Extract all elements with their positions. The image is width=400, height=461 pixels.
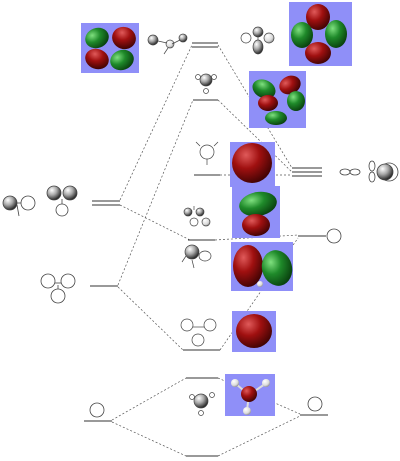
corr-line bbox=[119, 44, 193, 201]
sketch-lower-middle bbox=[181, 244, 212, 269]
corr-line bbox=[111, 377, 187, 421]
orbital-render-3 bbox=[249, 71, 306, 128]
orbital-sketch-s bbox=[89, 402, 105, 418]
sketch-top-left bbox=[147, 33, 188, 55]
s-orbital-icon bbox=[326, 228, 342, 244]
energy-levels bbox=[84, 42, 328, 457]
orbital-sketch-p2 bbox=[46, 185, 78, 217]
orbital-render-8 bbox=[225, 374, 275, 416]
orbital-sketch-p1 bbox=[2, 195, 36, 217]
orbital-render-6 bbox=[231, 242, 293, 291]
sketch-nonbonding bbox=[195, 141, 219, 165]
p-orbital-y-icon bbox=[376, 162, 399, 182]
left-fragment-orbitals bbox=[2, 185, 105, 418]
corr-line bbox=[117, 99, 194, 286]
sketch-upper bbox=[195, 73, 217, 94]
s-orbital-icon bbox=[307, 396, 323, 412]
orbital-render-5 bbox=[232, 186, 280, 238]
sketch-bonding bbox=[180, 318, 217, 347]
corr-line bbox=[119, 204, 191, 241]
orbital-sketch-s3 bbox=[40, 273, 76, 304]
mo-sketches bbox=[147, 26, 275, 416]
corr-line bbox=[217, 99, 293, 173]
sketch-middle bbox=[183, 206, 211, 227]
sketch-bottom bbox=[189, 392, 215, 416]
p-orbital-x-icon bbox=[339, 168, 361, 176]
orbital-render-1 bbox=[81, 23, 139, 73]
corr-line bbox=[217, 415, 301, 457]
corr-line bbox=[117, 286, 184, 351]
orbital-render-7 bbox=[232, 311, 276, 352]
orbital-render-4 bbox=[230, 142, 275, 187]
orbital-render-2 bbox=[289, 2, 352, 66]
p-orbital-z-icon bbox=[368, 160, 376, 183]
right-fragment-orbitals bbox=[307, 160, 399, 412]
corr-line bbox=[111, 421, 187, 457]
sketch-top-right bbox=[240, 26, 275, 55]
